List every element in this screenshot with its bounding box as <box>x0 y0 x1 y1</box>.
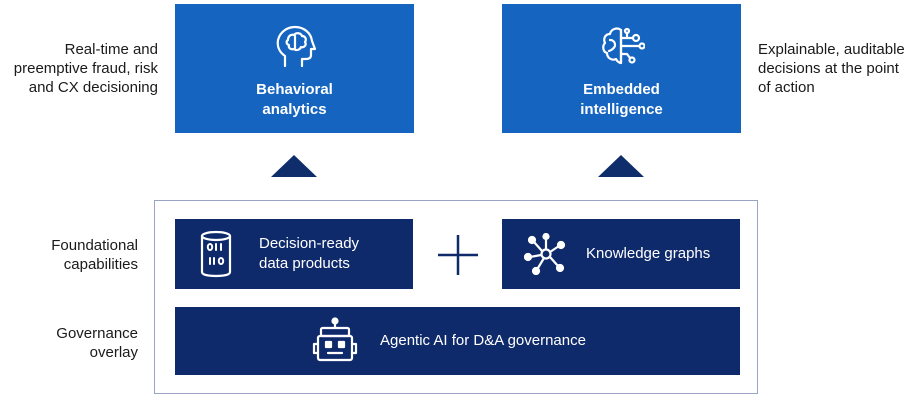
note-explainable-decisions: Explainable, auditable decisions at the … <box>758 40 905 97</box>
note-line: capabilities <box>63 256 138 273</box>
robot-icon <box>312 317 358 362</box>
note-line: Explainable, auditable <box>758 41 905 58</box>
brain-head-icon <box>276 25 316 68</box>
embedded-intelligence-label: Embedded intelligence <box>502 80 741 120</box>
note-governance-overlay: Governance overlay <box>56 324 138 362</box>
brain-circuit-icon <box>601 27 645 65</box>
note-line: preemptive fraud, risk <box>13 60 158 77</box>
plus-icon <box>438 235 478 275</box>
note-line: Real-time and <box>64 41 158 58</box>
note-line: overlay <box>89 344 138 361</box>
data-products-box: Decision-ready data products <box>175 219 413 289</box>
note-fraud-risk-cx: Real-time and preemptive fraud, risk and… <box>14 40 158 97</box>
embedded-intelligence-box: Embedded intelligence <box>502 4 741 133</box>
note-line: decisions at the point <box>758 60 899 77</box>
knowledge-graphs-label: Knowledge graphs <box>586 245 711 262</box>
foundation-frame <box>154 200 758 394</box>
note-line: Governance <box>56 325 138 342</box>
note-foundational-capabilities: Foundational capabilities <box>51 236 138 274</box>
label-line: Behavioral <box>256 81 333 98</box>
label-line: data products <box>259 255 350 272</box>
governance-label: Agentic AI for D&A governance <box>380 332 586 349</box>
governance-box: Agentic AI for D&A governance <box>175 307 740 375</box>
knowledge-graphs-box: Knowledge graphs <box>502 219 740 289</box>
up-arrow-embedded <box>598 155 644 177</box>
label-line: intelligence <box>580 101 663 118</box>
data-products-label: Decision-ready data products <box>259 234 359 274</box>
note-line: of action <box>758 79 815 96</box>
note-line: and CX decisioning <box>28 79 158 96</box>
label-line: Embedded <box>583 81 660 98</box>
up-arrow-behavioral <box>271 155 317 177</box>
label-line: Decision-ready <box>259 235 360 252</box>
label-line: analytics <box>262 101 327 118</box>
note-line: Foundational <box>51 237 138 254</box>
database-binary-icon <box>200 230 232 278</box>
behavioral-analytics-label: Behavioral analytics <box>175 80 414 120</box>
network-graph-icon <box>524 233 566 275</box>
behavioral-analytics-box: Behavioral analytics <box>175 4 414 133</box>
